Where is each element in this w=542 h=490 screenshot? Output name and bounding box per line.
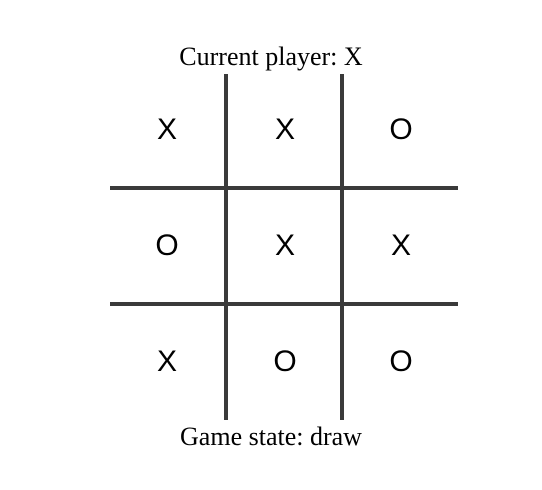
grid-line-horizontal-1 [110,186,458,190]
board-cell-r1-c2[interactable]: X [274,113,295,146]
game-state-label: Game state: draw [180,422,362,451]
board-cell-r2-c1[interactable]: O [155,229,179,262]
board-cell-r3-c3[interactable]: O [389,345,413,378]
grid-line-vertical-2 [340,74,344,420]
board-cell-r3-c1[interactable]: X [156,345,177,378]
grid-line-horizontal-2 [110,302,458,306]
game-board: X X O O X X X O O [110,74,458,422]
grid-line-vertical-1 [224,74,228,420]
board-cell-r2-c2[interactable]: X [274,229,295,262]
board-cell-r2-c3[interactable]: X [390,229,411,262]
board-cell-r3-c2[interactable]: O [273,345,297,378]
current-player-label: Current player: X [179,42,363,71]
board-cell-r1-c3[interactable]: O [389,113,413,146]
board-cell-r1-c1[interactable]: X [156,113,177,146]
